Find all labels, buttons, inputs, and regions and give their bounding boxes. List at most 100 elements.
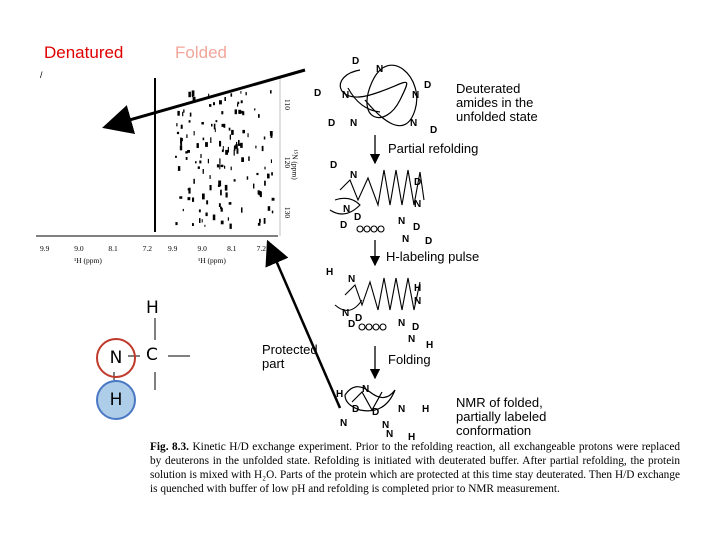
peak bbox=[219, 164, 221, 170]
folding-label: Folding bbox=[388, 352, 431, 367]
peak bbox=[207, 158, 209, 164]
peak bbox=[193, 178, 195, 184]
svg-text:N: N bbox=[362, 384, 369, 395]
peak bbox=[215, 120, 218, 123]
peak bbox=[261, 145, 264, 152]
peak bbox=[188, 120, 191, 123]
svg-text:H: H bbox=[426, 340, 433, 351]
svg-text:D: D bbox=[352, 404, 359, 415]
peak bbox=[247, 133, 249, 138]
peak bbox=[240, 142, 243, 148]
peak bbox=[197, 166, 200, 169]
peak bbox=[233, 149, 235, 156]
peak bbox=[192, 223, 194, 226]
peak bbox=[241, 157, 244, 162]
y-tick-130: 130 bbox=[283, 206, 293, 219]
peak bbox=[202, 137, 205, 141]
partial-protein-1 bbox=[329, 169, 425, 233]
peak bbox=[193, 131, 195, 136]
peak bbox=[238, 109, 242, 114]
svg-text:H: H bbox=[336, 389, 343, 400]
peak bbox=[216, 164, 220, 168]
hsqc-spectrum: / bbox=[36, 70, 281, 237]
svg-text:D: D bbox=[424, 80, 431, 91]
svg-text:N: N bbox=[410, 118, 417, 129]
peak bbox=[176, 131, 180, 135]
peak bbox=[224, 184, 228, 191]
svg-text:N: N bbox=[414, 199, 421, 210]
nmr-link-arrow bbox=[265, 239, 342, 409]
figure-caption: Fig. 8.3. Kinetic H/D exchange experimen… bbox=[150, 440, 680, 496]
svg-text:N: N bbox=[340, 418, 347, 429]
peak bbox=[225, 149, 228, 155]
peak bbox=[218, 203, 221, 207]
peak bbox=[237, 101, 240, 105]
peak bbox=[188, 91, 191, 98]
peak bbox=[233, 145, 236, 151]
peak bbox=[202, 193, 205, 200]
peak bbox=[176, 123, 178, 127]
peak bbox=[187, 150, 190, 153]
peak bbox=[267, 173, 270, 179]
peak bbox=[213, 123, 216, 130]
peak bbox=[198, 209, 201, 213]
peak bbox=[209, 175, 211, 179]
peak bbox=[231, 129, 234, 135]
peak bbox=[253, 183, 255, 189]
svg-text:D: D bbox=[348, 319, 355, 330]
peak bbox=[219, 140, 222, 147]
peak bbox=[224, 97, 226, 101]
peak bbox=[230, 93, 233, 97]
svg-text:D: D bbox=[354, 212, 361, 223]
caption-fig-label: Fig. 8.3. bbox=[150, 441, 189, 453]
peak bbox=[220, 189, 222, 196]
svg-text:N: N bbox=[343, 204, 350, 215]
peak bbox=[229, 223, 232, 229]
folded-header: Folded bbox=[175, 43, 227, 62]
peak bbox=[267, 206, 271, 211]
svg-text:D: D bbox=[314, 88, 321, 99]
protected-part-label: Protected part bbox=[262, 342, 318, 371]
amide-c-atom: C bbox=[146, 345, 158, 365]
peak bbox=[221, 123, 225, 127]
svg-text:H: H bbox=[422, 404, 429, 415]
peak bbox=[241, 207, 243, 213]
peak bbox=[179, 196, 183, 199]
peak bbox=[180, 137, 182, 144]
peak bbox=[199, 160, 202, 164]
svg-text:N: N bbox=[398, 318, 405, 329]
peak bbox=[220, 206, 222, 209]
peak bbox=[234, 109, 237, 115]
peak bbox=[196, 143, 199, 148]
svg-text:N: N bbox=[348, 274, 355, 285]
peak bbox=[221, 111, 224, 115]
svg-text:N: N bbox=[376, 64, 383, 75]
peak bbox=[185, 151, 188, 154]
peak bbox=[195, 161, 197, 164]
svg-text:D: D bbox=[430, 125, 437, 136]
peak bbox=[177, 110, 180, 116]
peak bbox=[220, 220, 224, 225]
svg-text:N: N bbox=[342, 90, 349, 101]
peak bbox=[186, 134, 188, 138]
peak bbox=[181, 138, 183, 142]
peak bbox=[228, 202, 232, 205]
peak bbox=[259, 218, 261, 223]
conversion-arrow bbox=[102, 68, 306, 135]
svg-text:D: D bbox=[330, 160, 337, 171]
peak bbox=[270, 159, 272, 163]
folded-protein bbox=[344, 386, 396, 412]
svg-text:N: N bbox=[398, 216, 405, 227]
peak bbox=[214, 128, 216, 133]
peak bbox=[210, 137, 212, 143]
svg-text:D: D bbox=[372, 407, 379, 418]
peak bbox=[230, 166, 232, 171]
peak bbox=[235, 144, 238, 149]
peak bbox=[271, 210, 274, 214]
peak bbox=[188, 187, 191, 194]
